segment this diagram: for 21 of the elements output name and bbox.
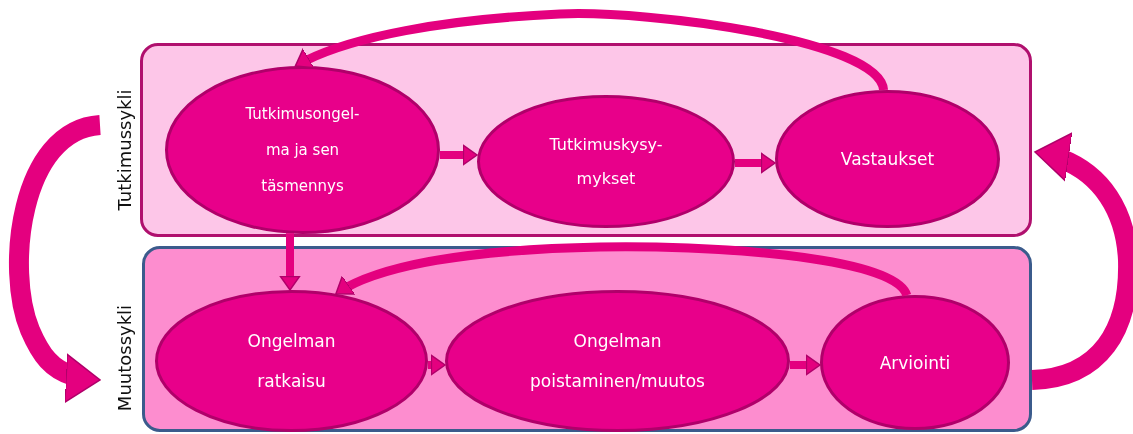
step-text: Ongelman ratkaisu (246, 330, 337, 393)
step-ellipse (477, 95, 735, 228)
step-ellipse (820, 295, 1010, 430)
step-text: Vastaukset (839, 148, 936, 171)
step-ellipse (165, 66, 440, 234)
cycle-label: Muutossykli (114, 303, 136, 414)
step-ellipse (775, 90, 1000, 228)
step-text: Tutkimuskysy- mykset (548, 133, 664, 190)
arrow (333, 242, 911, 298)
arrow (428, 354, 446, 376)
arrow (790, 354, 821, 376)
cycle-label: Tutkimussykli (114, 88, 136, 213)
step-ellipse (155, 290, 428, 432)
arrow (735, 152, 776, 174)
arrow (293, 9, 888, 92)
arrow (279, 233, 301, 291)
step-text: Tutkimusongel- ma ja sen täsmennys (244, 104, 361, 197)
step-text: Ongelman poistaminen/muutos (529, 330, 706, 393)
arrow (440, 144, 478, 166)
step-text: Arviointi (878, 351, 952, 375)
step-ellipse (445, 290, 790, 432)
